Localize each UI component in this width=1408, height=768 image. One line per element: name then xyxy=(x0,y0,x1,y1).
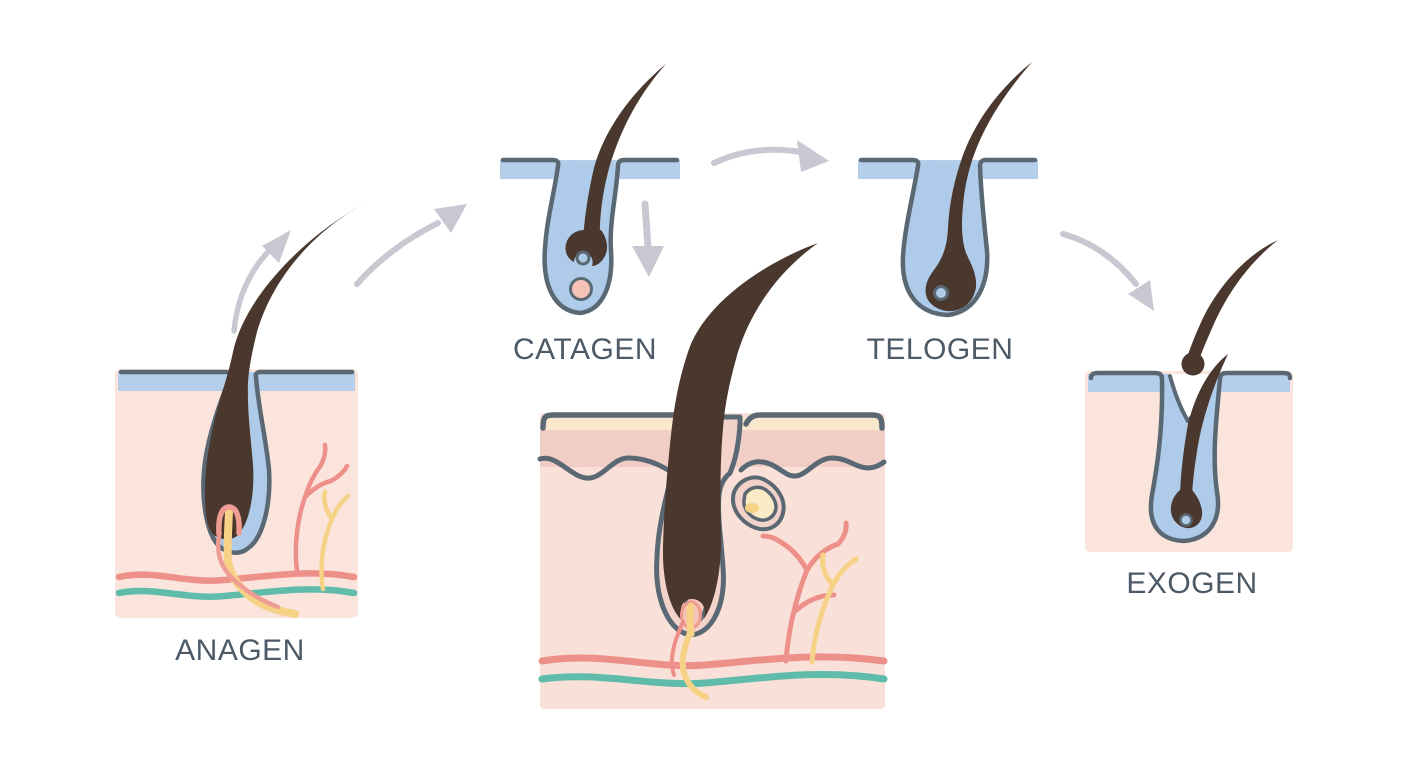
curved-arrow-large-stem xyxy=(354,220,441,287)
curved-arrow-small-stem xyxy=(231,250,270,334)
anagen-hair xyxy=(205,204,364,540)
catagen-club-hair xyxy=(565,230,608,266)
anagen-papilla-red-stalk xyxy=(216,533,281,610)
stage-label-catagen: CATAGEN xyxy=(512,333,658,366)
dermis-yellow-capillary xyxy=(809,552,859,665)
stage-label-telogen: TELOGEN xyxy=(866,333,1014,366)
catagen-to-telogen-arrow-icon xyxy=(711,140,829,172)
skin-surface-line-right xyxy=(743,412,885,431)
curved-arrow-small-head xyxy=(262,230,291,263)
catagen-hair-shaft xyxy=(583,64,666,243)
telogen-club-notch xyxy=(933,285,949,301)
follicle-anatomy-illustration xyxy=(537,243,888,709)
catagen-skin-outline xyxy=(500,157,680,316)
exogen-new-hair xyxy=(1180,354,1228,502)
exogen-skin-outline xyxy=(1088,370,1293,544)
exogen-bulb-notch xyxy=(1179,513,1193,527)
telogen-skin-outline xyxy=(858,157,1038,318)
catagen-illustration xyxy=(500,64,680,316)
anagen-red-capillary xyxy=(293,442,350,574)
anagen-yellow-capillary xyxy=(319,489,351,592)
telogen-to-exogen-arrow-icon xyxy=(1060,231,1154,311)
exogen-new-hair-bulb xyxy=(1170,489,1203,529)
dermis-red-vessel xyxy=(538,653,888,670)
anagen-to-catagen-arrow-icons xyxy=(231,204,467,334)
catagen-papilla xyxy=(569,277,593,301)
hair-shaft xyxy=(662,243,818,624)
epidermis-wave-left xyxy=(537,455,677,481)
papilla-red-stalk xyxy=(669,620,685,677)
exogen-illustration xyxy=(1085,240,1293,552)
telogen-club-hair xyxy=(925,62,1032,312)
epidermis-wave-right xyxy=(738,455,887,479)
exogen-shed-hair xyxy=(1186,240,1278,366)
anagen-teal-vessel xyxy=(115,586,358,600)
catagen-club-notch xyxy=(575,250,591,266)
anagen-illustration xyxy=(115,204,364,618)
sebaceous-gland-sebum xyxy=(745,503,759,513)
exogen-empty-canal xyxy=(1169,374,1209,423)
anagen-papilla-ring xyxy=(216,504,242,537)
curved-arrow-large-head xyxy=(434,204,467,233)
anagen-red-vessel xyxy=(115,570,358,584)
stage-label-anagen: ANAGEN xyxy=(175,634,305,667)
telogen-illustration xyxy=(858,62,1038,318)
papilla-yellow-stalk xyxy=(679,627,709,700)
dermis-teal-vessel xyxy=(538,671,888,688)
exogen-shed-hair-club xyxy=(1181,352,1205,376)
stage-label-exogen: EXOGEN xyxy=(1126,567,1258,600)
catagen-regression-arrow-icon xyxy=(632,200,664,277)
